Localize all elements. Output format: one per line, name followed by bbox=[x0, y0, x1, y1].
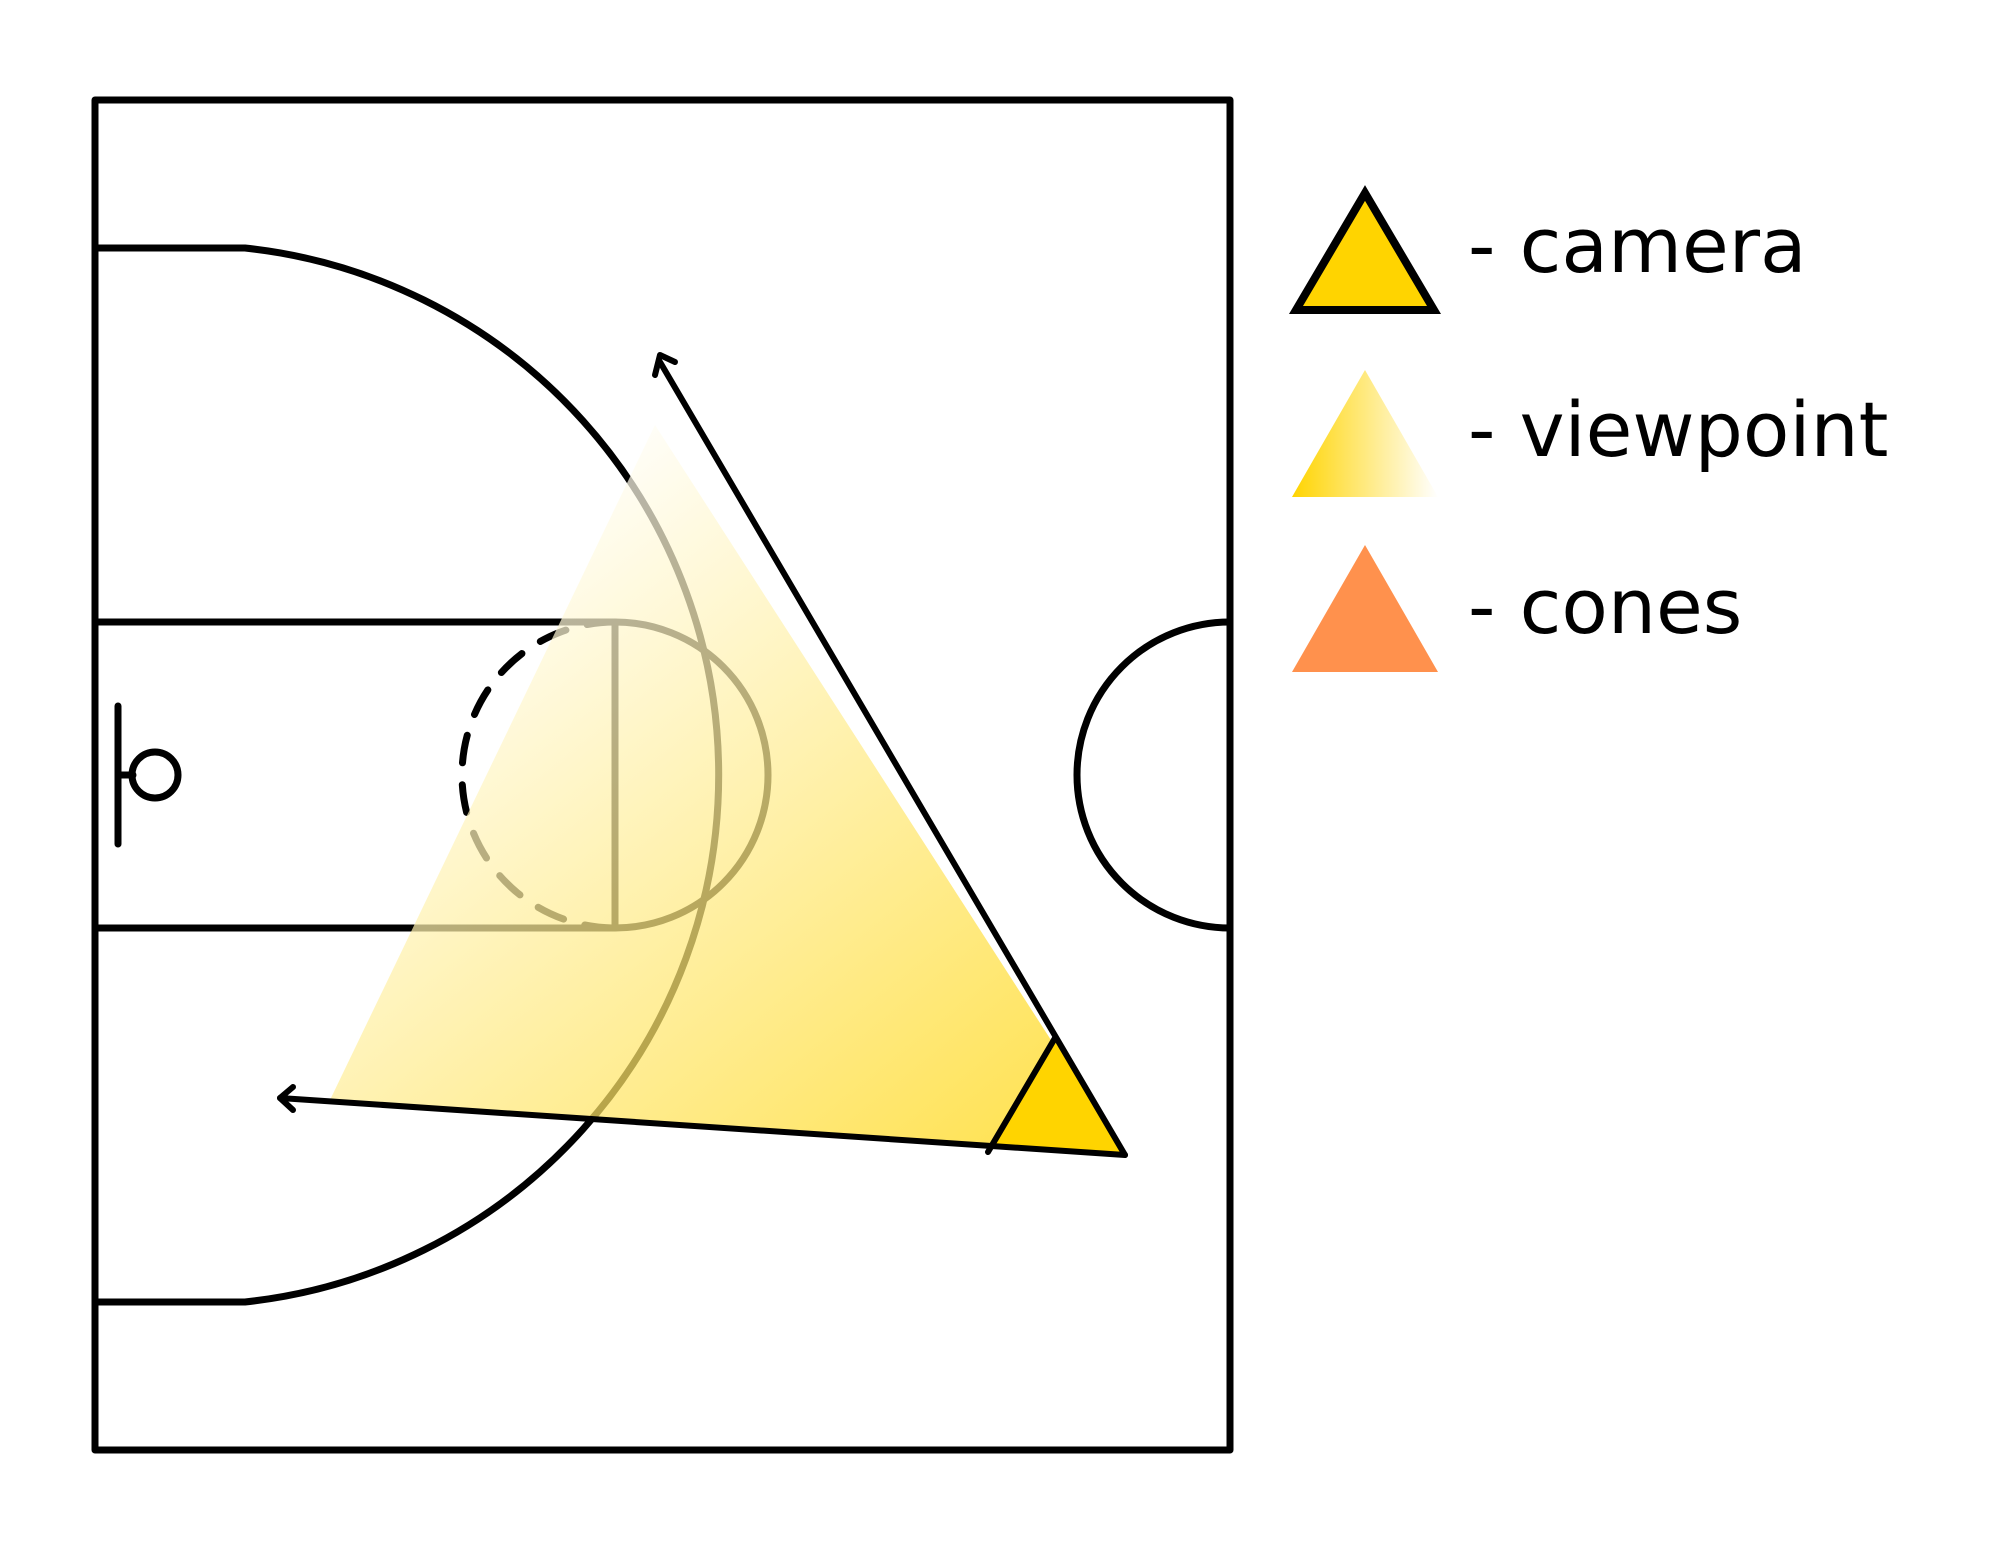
camera-marker-edge bbox=[985, 1035, 1058, 1155]
arrow-line-left bbox=[277, 1095, 1128, 1158]
legend-cones-label: - cones bbox=[1468, 562, 1742, 651]
camera-direction-arrows bbox=[277, 352, 1128, 1158]
arrow-head-left bbox=[277, 1084, 296, 1113]
legend: - camera - viewpoint - cones bbox=[1288, 185, 1888, 672]
camera-marker bbox=[990, 1038, 1125, 1155]
legend-camera-icon bbox=[1288, 185, 1442, 314]
legend-viewpoint-label: - viewpoint bbox=[1468, 385, 1888, 474]
basket-rim bbox=[128, 748, 182, 802]
legend-camera-label: - camera bbox=[1468, 201, 1807, 290]
viewpoint-cone bbox=[330, 425, 1125, 1155]
legend-viewpoint-icon bbox=[1292, 370, 1438, 497]
center-circle-half bbox=[1073, 618, 1234, 932]
court-boundary bbox=[91, 96, 1234, 1454]
arrow-head-up bbox=[652, 352, 678, 378]
arrow-line-up bbox=[657, 359, 1128, 1158]
legend-cones-icon bbox=[1292, 545, 1438, 672]
